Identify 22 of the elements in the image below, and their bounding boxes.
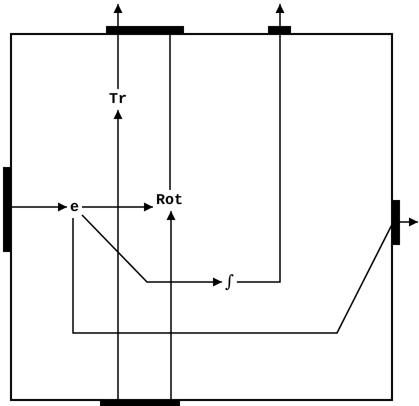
connector-line: [169, 33, 171, 190]
block-outline: [10, 33, 393, 401]
operator-label: Tr: [109, 92, 128, 107]
operator-label: e: [70, 200, 80, 215]
port-bar: [106, 26, 184, 33]
arrow: [114, 110, 122, 400]
port-bar: [393, 200, 400, 245]
port-bar: [268, 26, 291, 33]
arrow: [276, 4, 284, 26]
port-bar: [100, 400, 180, 406]
arrow: [10, 202, 67, 212]
connector-line: [117, 33, 119, 89]
port-bar: [3, 167, 10, 252]
connector-line: [72, 218, 394, 334]
operator-label: Rot: [156, 193, 184, 208]
connector-line: [236, 33, 281, 283]
arrow: [81, 214, 222, 286]
arrow: [114, 4, 122, 26]
arrow: [400, 218, 418, 226]
arrow: [82, 202, 153, 212]
operator-label: ∫: [225, 272, 234, 292]
arrow: [166, 211, 176, 400]
